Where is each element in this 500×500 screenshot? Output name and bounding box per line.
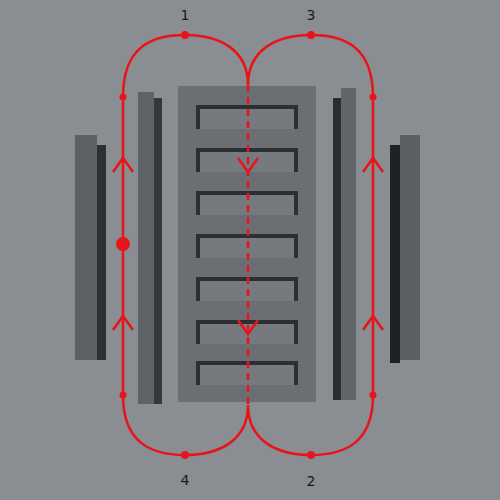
route-path: [113, 35, 383, 455]
callout-number: 4: [181, 472, 190, 488]
callout-number: 2: [307, 473, 316, 489]
panel: [400, 135, 420, 360]
callout-number: 1: [181, 7, 190, 23]
callout-number: 3: [307, 7, 316, 23]
panel-side: [154, 98, 162, 404]
panel: [75, 135, 97, 360]
route-dots: [116, 31, 377, 459]
panel-side: [333, 98, 341, 400]
panel: [138, 92, 154, 404]
panel-side: [97, 145, 106, 360]
panel-side: [390, 145, 400, 363]
panel: [341, 88, 356, 400]
